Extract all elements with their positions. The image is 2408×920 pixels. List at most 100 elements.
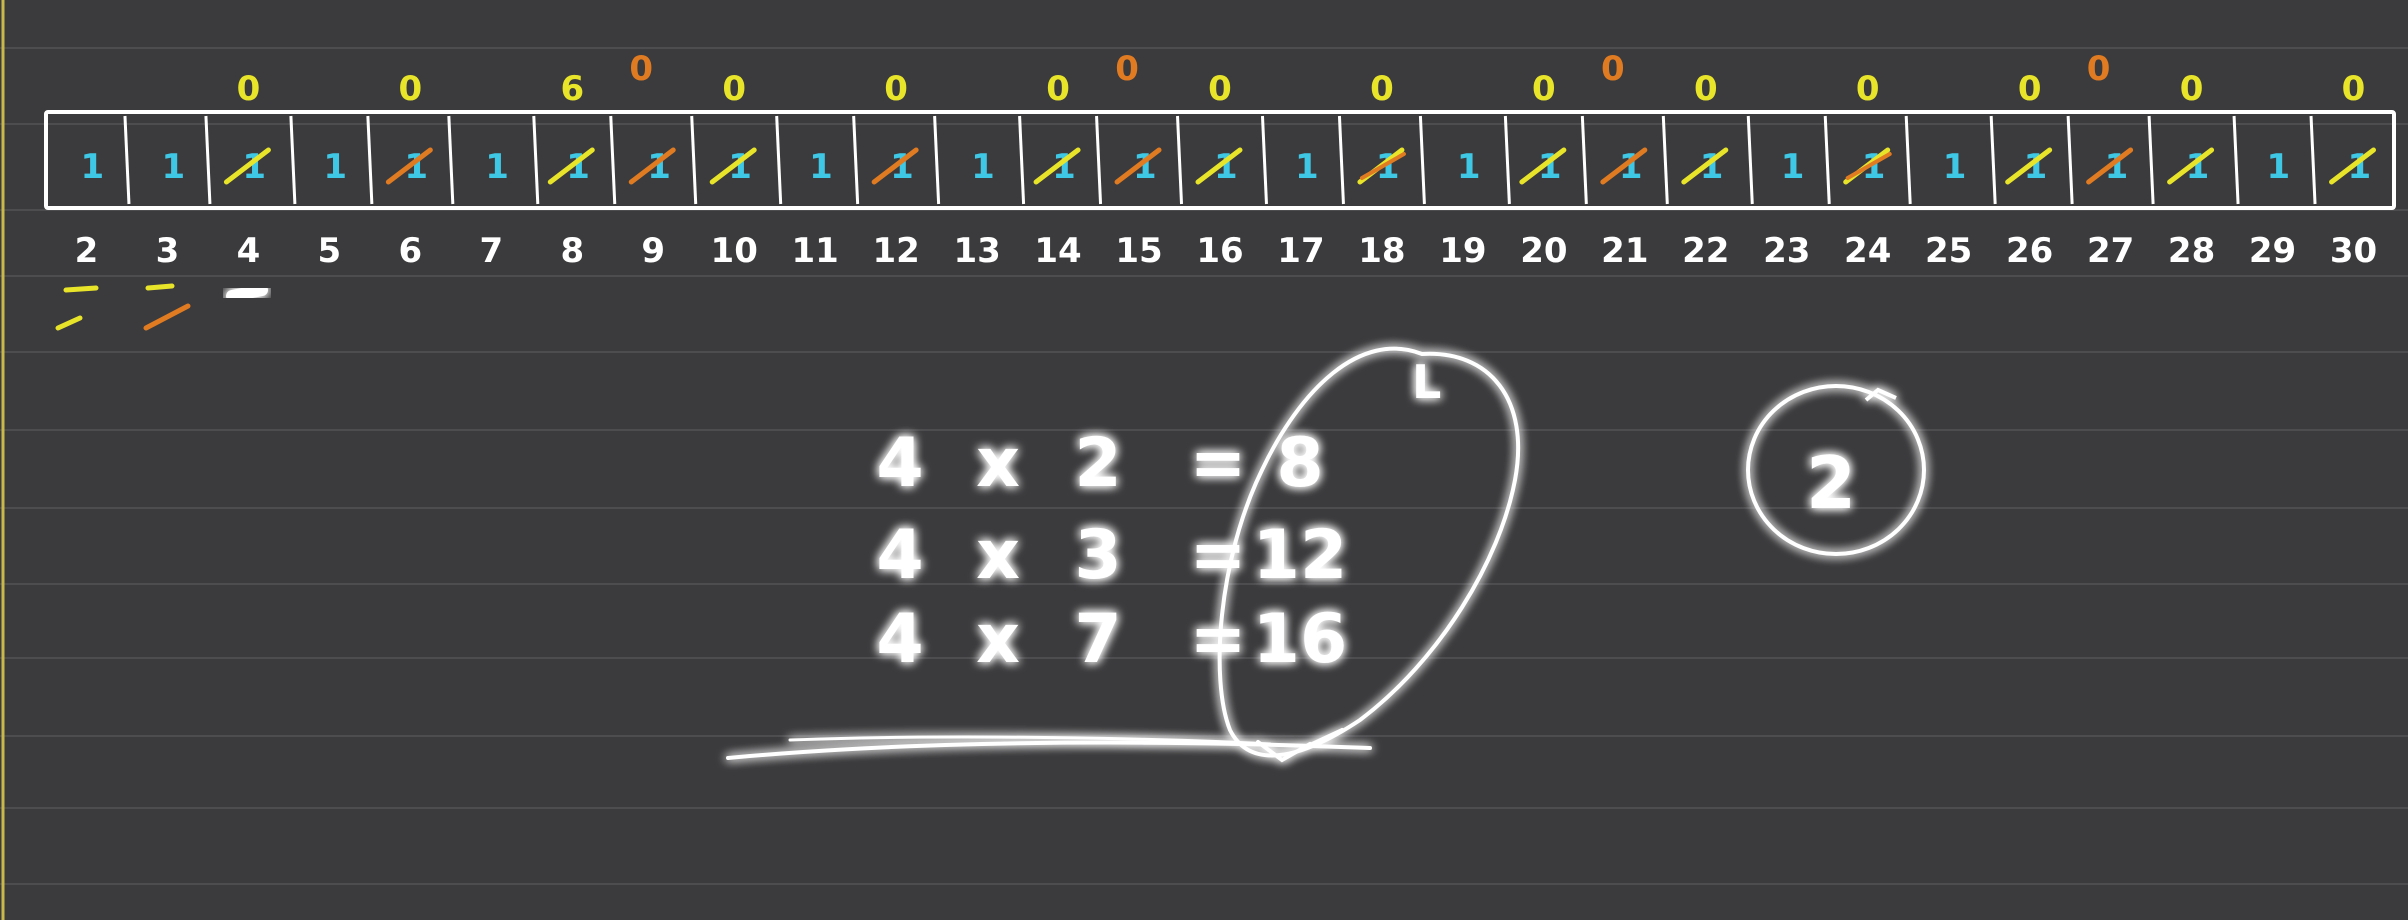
cross-out-stroke xyxy=(1033,147,1081,185)
index-label: 16 xyxy=(1196,231,1243,271)
index-label: 8 xyxy=(560,231,584,271)
cross-out-stroke xyxy=(2167,147,2215,185)
array-cell: 1 xyxy=(1176,115,1243,205)
cell-divider xyxy=(1904,115,1912,205)
circled-number: 2 xyxy=(1806,441,1856,525)
loop-corner-label: L xyxy=(1412,355,1441,409)
index-label: 20 xyxy=(1520,231,1567,271)
zero-mark: 0 xyxy=(2018,69,2042,109)
index-label: 6 xyxy=(399,231,423,271)
cell-divider xyxy=(2309,115,2317,205)
array-cell: 1 xyxy=(1661,115,1729,205)
zero-mark: 0 xyxy=(722,69,746,109)
cell-divider xyxy=(1503,115,1511,205)
circled-prime: 2 xyxy=(1746,384,1926,556)
index-label: 19 xyxy=(1439,231,1486,271)
tick-2-dash xyxy=(63,285,99,293)
zero-mark: 0 xyxy=(2087,49,2111,89)
zero-mark: 0 xyxy=(884,69,908,109)
zero-mark: 0 xyxy=(237,69,261,109)
zero-mark: 0 xyxy=(1601,49,1625,89)
cell-value: 1 xyxy=(485,147,509,187)
zero-mark: 0 xyxy=(629,49,653,89)
equation-op: x xyxy=(976,600,1020,679)
cell-divider xyxy=(1337,115,1345,205)
index-label: 2 xyxy=(75,231,99,271)
equation-eq: = xyxy=(1190,424,1247,503)
cell-value: 1 xyxy=(2267,147,2291,187)
equation-a: 4 xyxy=(876,516,923,595)
cell-value: 1 xyxy=(323,147,347,187)
equation-b: 7 xyxy=(1074,600,1121,679)
zero-mark: 0 xyxy=(399,69,423,109)
cell-divider xyxy=(532,115,540,205)
index-label: 13 xyxy=(953,231,1000,271)
cross-out-stroke xyxy=(1845,152,1892,180)
index-label: 21 xyxy=(1601,231,1648,271)
index-label: 22 xyxy=(1682,231,1729,271)
cell-divider xyxy=(852,115,860,205)
cross-out-stroke xyxy=(385,147,433,185)
index-label: 7 xyxy=(479,231,503,271)
arrow-head-2 xyxy=(1310,728,1344,746)
cell-value: 1 xyxy=(161,147,185,187)
array-cell: 1 xyxy=(204,115,271,205)
cell-divider xyxy=(289,115,297,205)
array-cell: 1 xyxy=(1018,115,1081,205)
index-label: 29 xyxy=(2249,231,2296,271)
zero-mark: 0 xyxy=(2342,69,2366,109)
array-cell: 1 xyxy=(2147,115,2215,205)
cell-divider xyxy=(1176,115,1184,205)
index-label: 24 xyxy=(1844,231,1891,271)
zero-mark: 0 xyxy=(1046,69,1070,109)
cell-divider xyxy=(123,115,131,205)
array-cell: 1 xyxy=(933,115,995,205)
array-cell: 1 xyxy=(1418,115,1481,205)
tick-2-check xyxy=(55,315,83,331)
array-cell: 1 xyxy=(80,147,104,187)
cell-divider xyxy=(609,115,617,205)
array-cell: 1 xyxy=(1095,115,1162,205)
cell-value: 1 xyxy=(1457,147,1481,187)
cell-divider xyxy=(1661,115,1669,205)
cell-value: 1 xyxy=(1295,147,1319,187)
cross-out-stroke xyxy=(1195,147,1243,185)
index-label: 23 xyxy=(1763,231,1810,271)
cross-out-stroke xyxy=(547,147,595,185)
cross-out-stroke xyxy=(1519,147,1567,185)
cell-value: 1 xyxy=(971,147,995,187)
cell-divider xyxy=(1823,115,1831,205)
array-cell: 1 xyxy=(1823,115,1892,205)
underline-stroke-2 xyxy=(788,735,1272,746)
equation-result: 8 xyxy=(1276,424,1323,503)
array-cell: 1 xyxy=(852,115,919,205)
loop-curve xyxy=(1217,346,1521,758)
index-label: 11 xyxy=(792,231,839,271)
cell-divider xyxy=(690,115,698,205)
array-cell: 1 xyxy=(2232,115,2291,205)
equation-a: 4 xyxy=(876,600,923,679)
cross-out-stroke xyxy=(1359,152,1406,180)
array-cell: 1 xyxy=(123,115,185,205)
index-label: 9 xyxy=(641,231,665,271)
zero-mark: 0 xyxy=(1856,69,1880,109)
tick-3-dash xyxy=(145,283,175,291)
cross-out-stroke xyxy=(1681,147,1729,185)
cross-out-stroke xyxy=(2329,147,2377,185)
index-label: 5 xyxy=(318,231,342,271)
equation-op: x xyxy=(976,516,1020,595)
cross-out-stroke xyxy=(709,147,757,185)
zero-mark: 0 xyxy=(1532,69,1556,109)
array-cell: 1 xyxy=(775,115,833,205)
index-label: 26 xyxy=(2006,231,2053,271)
cross-out-stroke xyxy=(1114,147,1162,185)
array-cell: 1 xyxy=(447,115,509,205)
cross-out-stroke xyxy=(1600,147,1648,185)
array-cell: 1 xyxy=(532,115,595,205)
cell-divider xyxy=(204,115,212,205)
cell-value: 1 xyxy=(809,147,833,187)
cell-divider xyxy=(1260,115,1268,205)
equation-b: 2 xyxy=(1074,424,1121,503)
